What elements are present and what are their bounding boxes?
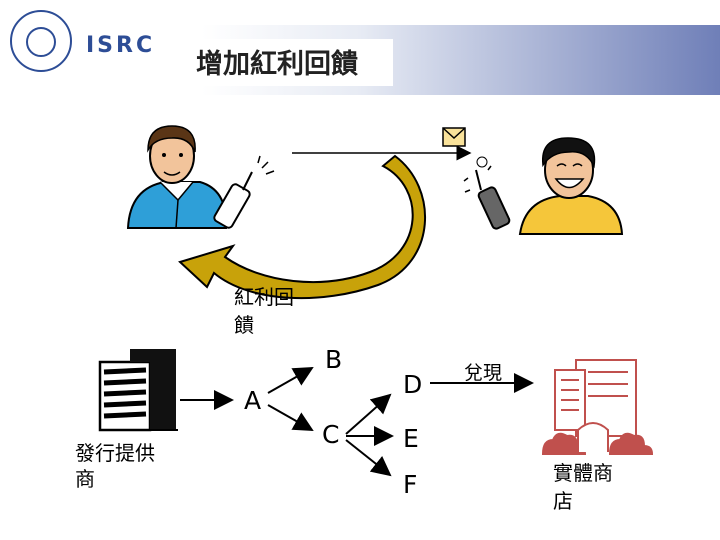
bonus-label-line2: 饋 bbox=[234, 313, 254, 337]
store-label-line2: 店 bbox=[553, 489, 573, 513]
arrow-a-b bbox=[267, 367, 314, 394]
node-c: C bbox=[322, 420, 340, 449]
node-e: E bbox=[403, 424, 419, 453]
person-right-icon bbox=[518, 137, 624, 235]
arrow-c-f bbox=[345, 439, 392, 477]
arrow-c-d bbox=[345, 393, 392, 435]
phone-right-icon bbox=[463, 156, 511, 230]
seal-inner-ring bbox=[26, 27, 56, 57]
node-f: F bbox=[403, 470, 418, 499]
page-title: 增加紅利回饋 bbox=[196, 49, 358, 80]
bonus-label-line1: 紅利回 bbox=[234, 285, 294, 309]
node-a: A bbox=[244, 386, 262, 415]
header-top-strip bbox=[0, 0, 720, 25]
person-left-icon bbox=[126, 125, 228, 229]
node-d: D bbox=[403, 370, 423, 399]
issuer-label-line1: 發行提供 bbox=[75, 441, 155, 465]
envelope-icon bbox=[442, 127, 466, 147]
issuer-label-line2: 商 bbox=[75, 467, 95, 491]
arrow-a-c bbox=[267, 404, 314, 431]
issuer-building-icon bbox=[98, 349, 178, 432]
redeem-label: 兌現 bbox=[464, 362, 503, 384]
university-seal-icon bbox=[10, 10, 72, 72]
phone-left-icon bbox=[213, 155, 275, 229]
store-label-line1: 實體商 bbox=[553, 461, 613, 485]
bonus-return-arrow bbox=[178, 154, 426, 300]
node-b: B bbox=[325, 345, 343, 374]
physical-store-icon bbox=[541, 359, 654, 455]
title-backdrop bbox=[183, 39, 393, 86]
isrc-logo: ISRC bbox=[86, 33, 156, 58]
